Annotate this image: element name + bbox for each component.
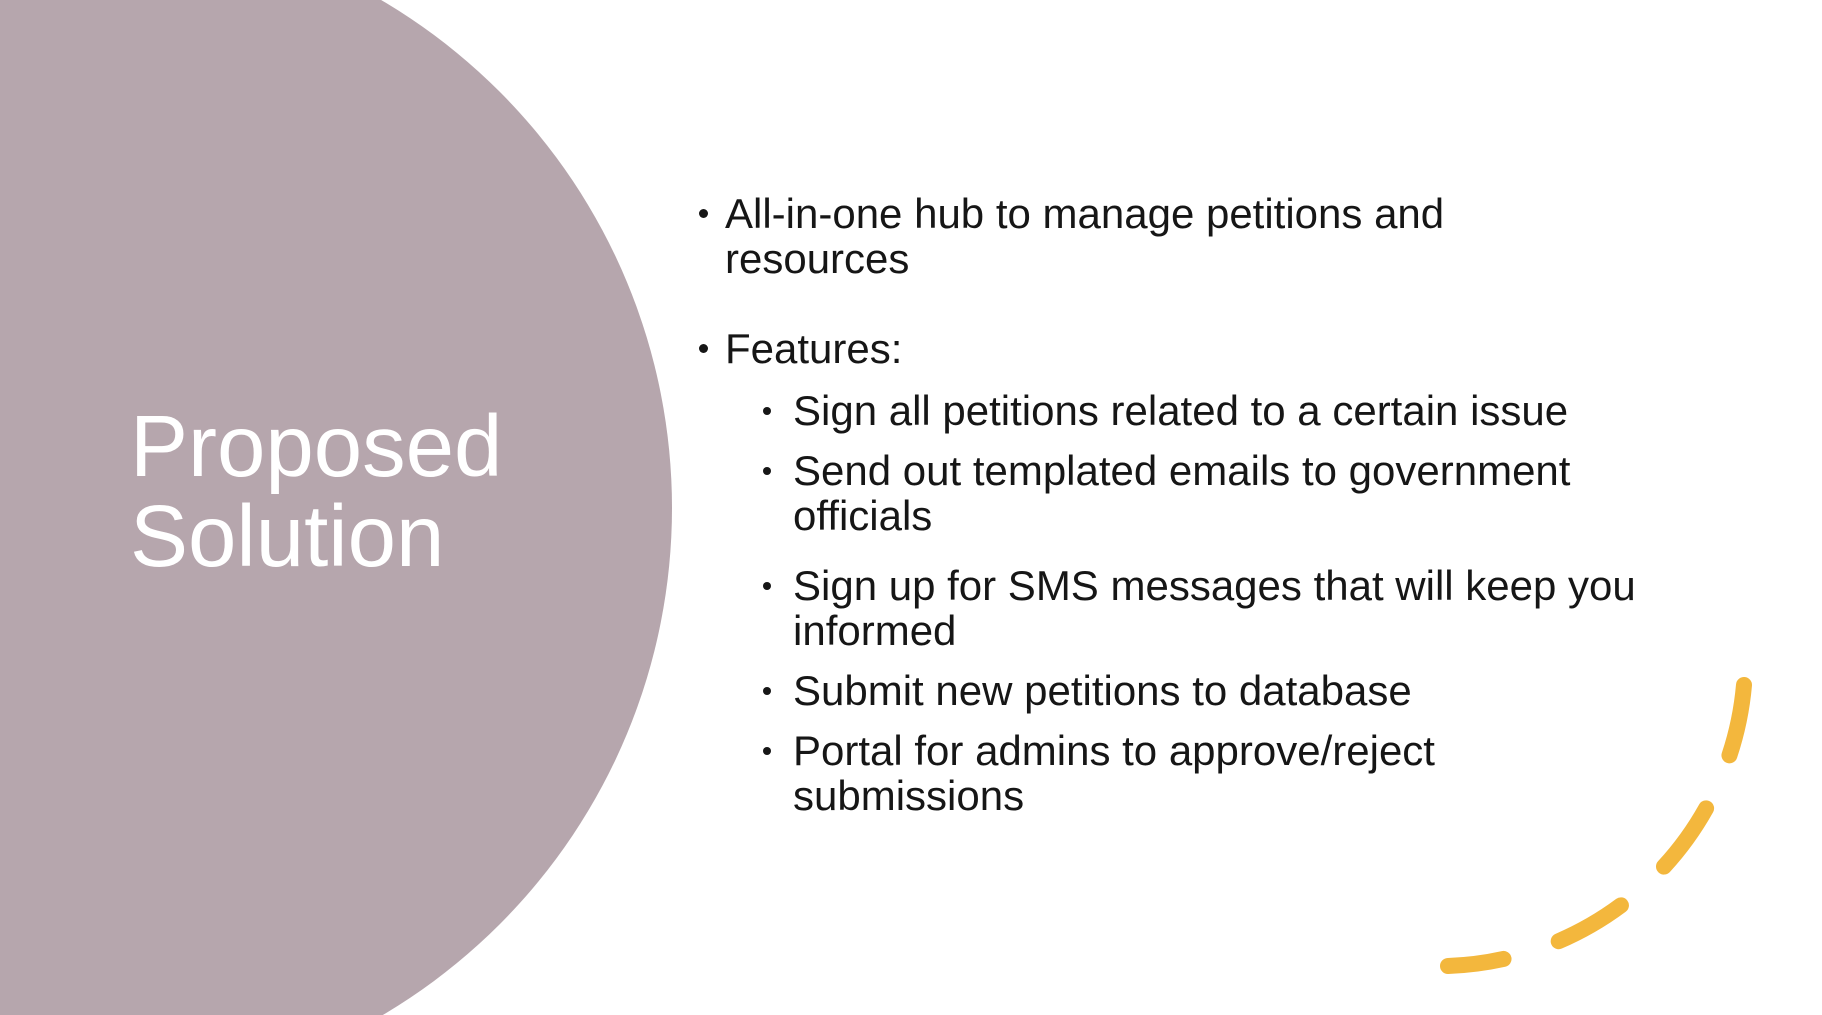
bullet-text: Submit new petitions to database: [793, 667, 1412, 714]
bullet-dot: [763, 747, 771, 755]
bullet-dot: [699, 344, 708, 353]
list-item: Submit new petitions to database: [690, 668, 1790, 713]
bullet-text: officials: [793, 492, 933, 539]
list-item: Sign up for SMS messages that will keep …: [690, 563, 1790, 653]
bullet-text: All-in-one hub to manage petitions and: [725, 190, 1445, 237]
list-item: Send out templated emails to government …: [690, 448, 1790, 538]
bullet-dot: [763, 687, 771, 695]
bullet-dot: [763, 407, 771, 415]
bullet-text: informed: [793, 607, 957, 654]
bullet-dot: [699, 209, 708, 218]
list-item: Portal for admins to approve/reject subm…: [690, 728, 1790, 818]
bullet-text: Send out templated emails to government: [793, 447, 1571, 494]
bullet-text: Sign all petitions related to a certain …: [793, 387, 1569, 434]
bullet-dot: [763, 467, 771, 475]
bullet-text: Portal for admins to approve/reject: [793, 727, 1435, 774]
bullet-text: resources: [725, 235, 910, 282]
page-title: Proposed Solution: [130, 402, 502, 582]
bullet-text: Features:: [725, 325, 903, 372]
list-item: Features:: [690, 326, 1790, 371]
bullet-text: submissions: [793, 772, 1025, 819]
list-item: All-in-one hub to manage petitions and r…: [690, 191, 1790, 281]
bullet-text: Sign up for SMS messages that will keep …: [793, 562, 1636, 609]
title-line: Proposed: [130, 398, 503, 495]
title-line: Solution: [130, 488, 445, 585]
bullet-list: All-in-one hub to manage petitions and r…: [690, 191, 1790, 818]
title-circle-decoration: [0, 0, 672, 1015]
list-item: Sign all petitions related to a certain …: [690, 388, 1790, 433]
bullet-dot: [763, 582, 771, 590]
